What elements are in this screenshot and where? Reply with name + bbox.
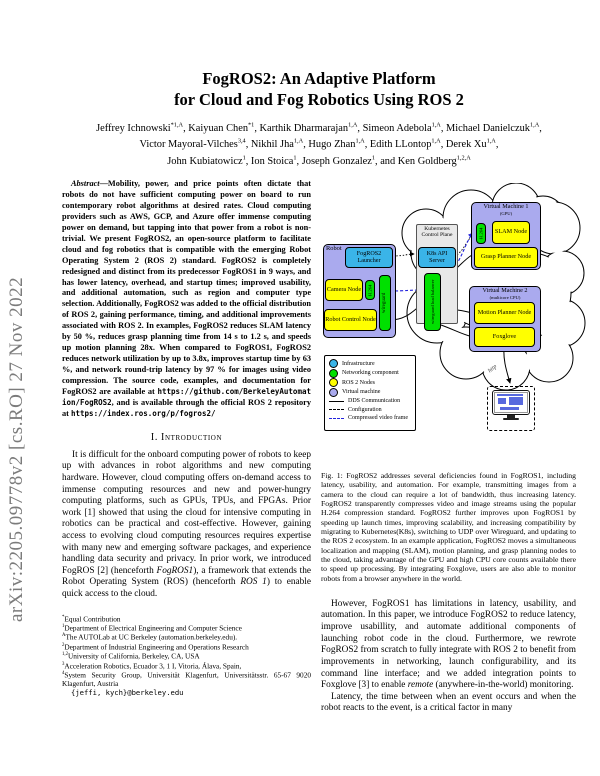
legend-item-ros2-nodes: ROS 2 Nodes <box>329 378 415 388</box>
author-line-1: Jeffrey Ichnowski*1,A, Kaiyuan Chen*1, K… <box>62 121 576 137</box>
dds-line-swatch <box>329 400 344 402</box>
title-line-2: for Cloud and Fog Robotics Using ROS 2 <box>174 90 464 110</box>
legend-item-dds: DDS Communication <box>329 397 415 406</box>
author: Victor Mayoral-Vilches3,4, <box>139 137 251 151</box>
motion-planner-node: Motion Planner Node <box>474 302 535 325</box>
intro-paragraph: It is difficult for the onboard computin… <box>62 449 311 600</box>
author: Kaiyuan Chen*1, <box>188 121 260 135</box>
footnote: AThe AUTOLab at UC Berkeley (automation.… <box>62 632 238 642</box>
footnote: 3Acceleration Robotics, Ecuador 3, 1 I, … <box>62 661 242 671</box>
footnote: *Equal Contribution <box>62 614 121 624</box>
k8s-api-server-node: K8s API Server <box>418 247 456 269</box>
h264-decoder-cloud: H.264 <box>476 223 486 245</box>
title-line-1: FogROS2: An Adaptive Platform <box>202 69 436 88</box>
author: Derek Xu1,A, <box>445 137 499 151</box>
author: Nikhil Jha1,A, <box>250 137 309 151</box>
configuration-line-swatch <box>329 409 344 411</box>
vm1-subtitle: (GPU) <box>499 211 513 217</box>
right-paragraph-1: However, FogROS1 has limitations in late… <box>321 598 576 691</box>
abstract-label: Abstract— <box>71 179 108 189</box>
footnote: 4System Security Group, Universität Klag… <box>62 670 311 689</box>
abstract-mid: , and is available through the official … <box>62 397 311 418</box>
video-frame-line-swatch <box>329 417 344 419</box>
two-column-body: Abstract—Mobility, power, and price poin… <box>62 179 586 715</box>
networking-swatch <box>329 368 338 378</box>
author: Simeon Adebola1,A, <box>362 121 447 135</box>
legend-item-configuration: Configuration <box>329 406 415 415</box>
monitor-body <box>492 390 530 416</box>
fogros2-launcher-node: FogROS2 Launcher <box>345 247 393 269</box>
monitor-screen <box>494 392 528 414</box>
abstract: Abstract—Mobility, power, and price poin… <box>62 179 311 420</box>
legend-item-video-frame: Compressed video frame <box>329 414 415 423</box>
author-list: Jeffrey Ichnowski*1,A, Kaiyuan Chen*1, K… <box>62 121 576 169</box>
right-paragraph-2: Latency, the time between when an event … <box>321 691 576 714</box>
infrastructure-swatch <box>329 359 338 369</box>
arxiv-stamp: arXiv:2205.09778v2 [cs.RO] 27 Nov 2022 <box>6 276 27 622</box>
h264-encoder-robot: H.264 <box>365 280 375 301</box>
foxglove-node: Foxglove <box>474 327 535 348</box>
monitor-stand <box>507 415 515 419</box>
author: Karthik Dharmarajan1,A, <box>259 121 363 135</box>
legend-item-networking: Networking component <box>329 368 415 379</box>
vm2-title: Virtual Machine 2 <box>482 287 528 295</box>
paper-content: FogROS2: An Adaptive Platform for Cloud … <box>62 68 586 715</box>
abstract-body: Mobility, power, and price points often … <box>62 179 311 396</box>
author: John Kubiatowicz1, <box>167 154 251 167</box>
author: Hugo Zhan1,A, <box>308 137 370 151</box>
author: Ion Stoica1, <box>250 154 302 167</box>
author: and Ken Goldberg1,2,A <box>380 154 471 167</box>
legend-item-infrastructure: Infrastructure <box>329 359 415 369</box>
author: Jeffrey Ichnowski*1,A, <box>96 121 189 135</box>
wireguard-load-balancer-node: wireguard load balancer <box>424 273 441 332</box>
author: Edith LLontop1,A, <box>369 137 446 151</box>
footnote: 1Department of Electrical Engineering an… <box>62 623 242 633</box>
author: Michael Danielczuk1,A, <box>446 121 542 135</box>
slam-node: SLAM Node <box>492 221 530 245</box>
figure-1-caption: Fig. 1: FogROS2 addresses several defici… <box>321 471 576 583</box>
camera-node: Camera Node <box>325 279 363 302</box>
vm1-title: Virtual Machine 1 <box>483 203 529 211</box>
figure-1-diagram: Robot FogROS2 Launcher Camera Node H.264… <box>321 183 586 463</box>
author-line-2: Victor Mayoral-Vilches3,4, Nikhil Jha1,A… <box>62 137 576 153</box>
browser-monitor <box>487 386 535 432</box>
ros-index-url-link[interactable]: https://index.ros.org/p/fogros2/ <box>71 408 216 418</box>
monitor-base <box>503 418 519 421</box>
robot-control-node: Robot Control Node <box>324 309 377 332</box>
vm2-subtitle: (multicore CPU) <box>489 295 521 301</box>
grasp-planner-node: Grasp Planner Node <box>474 247 538 269</box>
email-line[interactable]: {jeffi, kych}@berkeley.edu <box>71 688 184 698</box>
paper-title: FogROS2: An Adaptive Platform for Cloud … <box>62 68 576 111</box>
figure-legend: Infrastructure Networking component ROS … <box>324 355 416 432</box>
author-line-3: John Kubiatowicz1, Ion Stoica1, Joseph G… <box>62 153 576 169</box>
robot-label: Robot <box>326 245 342 253</box>
author: Joseph Gonzalez1, <box>301 154 381 167</box>
wireguard-robot-node: wireguard <box>379 275 391 332</box>
virtual-machine-swatch <box>329 387 338 397</box>
footnote: 2Department of Industrial Engineering an… <box>62 642 249 652</box>
section-heading-introduction: I. Introduction <box>150 431 223 443</box>
github-url-link[interactable]: https://github.com/BerkeleyAutomation/Fo… <box>62 386 311 407</box>
ros2-nodes-swatch <box>329 378 338 388</box>
legend-item-virtual-machine: Virtual machine <box>329 387 415 398</box>
footnote: 1,2University of California, Berkeley, C… <box>62 651 200 661</box>
left-column: Abstract—Mobility, power, and price poin… <box>62 179 311 715</box>
right-column: Robot FogROS2 Launcher Camera Node H.264… <box>321 179 586 715</box>
kubernetes-control-plane-label: Kubernetes Control Plane <box>421 226 453 238</box>
